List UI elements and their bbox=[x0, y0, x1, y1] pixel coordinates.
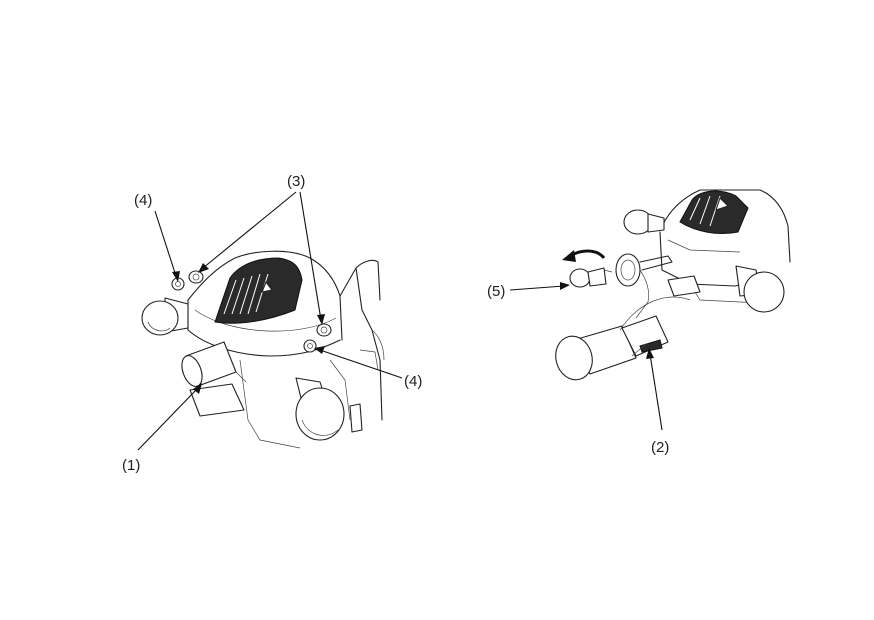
left-illustration-front-fairing: (4) (3) (4) (1) bbox=[122, 173, 422, 474]
bg-left-turn-signal bbox=[623, 209, 665, 235]
callout-4-top: (4) bbox=[134, 192, 152, 209]
right-turn-signal bbox=[295, 377, 363, 441]
callout-4-right: (4) bbox=[404, 373, 422, 390]
right-figure-leaders bbox=[509, 282, 663, 431]
left-turn-signal bbox=[141, 297, 189, 336]
callout-1: (1) bbox=[122, 457, 140, 474]
rotate-arrow-icon bbox=[562, 249, 606, 262]
right-fastener-pair bbox=[303, 323, 332, 353]
right-illustration-bulb-replacement: (5) (2) bbox=[487, 189, 791, 456]
bg-right-turn-signal bbox=[735, 265, 785, 313]
rear-lens-unit bbox=[181, 341, 247, 417]
callout-3: (3) bbox=[287, 173, 305, 190]
left-figure-leaders bbox=[137, 191, 403, 451]
lens-assembly bbox=[555, 296, 691, 381]
bulb-socket bbox=[615, 253, 673, 319]
callout-2: (2) bbox=[651, 439, 669, 456]
callout-5: (5) bbox=[487, 283, 505, 300]
fairing-screen bbox=[214, 257, 303, 324]
bulb bbox=[569, 267, 613, 288]
